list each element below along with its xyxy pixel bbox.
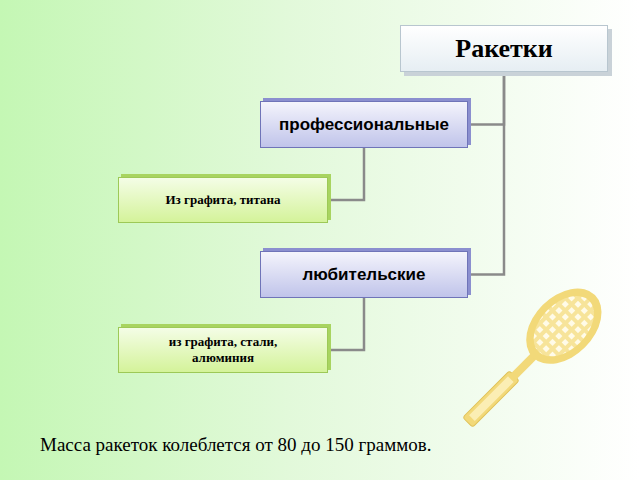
connector-line — [328, 148, 364, 200]
badminton-racket — [446, 274, 616, 444]
material-box: из графита, стали, алюминия — [118, 327, 328, 373]
box-text: Ракетки — [455, 34, 553, 64]
material-box: Из графита, титана — [118, 177, 328, 223]
box-text: из графита, стали, алюминия — [148, 334, 298, 367]
connector-line — [468, 72, 504, 125]
title-box: Ракетки — [400, 25, 608, 72]
box-text: любительские — [303, 265, 426, 285]
box-text: Из графита, титана — [165, 192, 280, 208]
category-box: любительские — [260, 251, 468, 298]
connector-line — [468, 72, 504, 275]
connector-line — [328, 298, 364, 350]
note-text: Масса ракеток колеблется от 80 до 150 гр… — [40, 434, 431, 456]
category-box: профессиональные — [260, 101, 468, 148]
box-text: профессиональные — [279, 115, 449, 135]
